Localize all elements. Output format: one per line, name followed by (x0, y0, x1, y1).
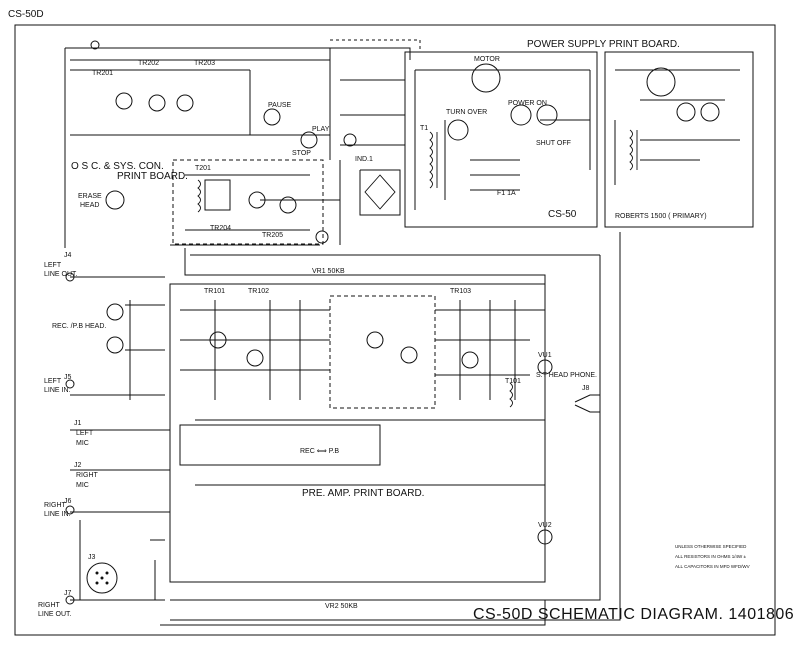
right-line-out-label-2: LINE OUT. (38, 611, 72, 618)
right-mic-label-2: MIC (76, 482, 89, 489)
switch-stop: STOP (292, 150, 311, 157)
transistor-tr203: TR203 (194, 60, 216, 67)
meter-vu2: VU2 (538, 522, 552, 529)
erase-head-label-2: HEAD (80, 202, 100, 209)
pot-vr2: VR2 50KB (325, 603, 358, 610)
right-line-in-label-1: RIGHT (44, 502, 66, 509)
switch-rec-pb: REC ⟺ P.B (300, 448, 340, 455)
pot-vr1: VR1 50KB (312, 268, 345, 275)
preamp-board-outline (169, 283, 546, 583)
roberts-label: ROBERTS 1500 ( PRIMARY) (615, 213, 707, 220)
left-line-out-label-2: LINE OUT. (44, 271, 78, 278)
transistor-tr205: TR205 (262, 232, 284, 239)
right-line-out-label-1: RIGHT (38, 602, 60, 609)
switch-shut-off: SHUT OFF (536, 140, 571, 147)
transistor-tr101: TR101 (204, 288, 226, 295)
transformer-t1: T1 (420, 125, 429, 132)
note-line-3: ALL CAPACITORS IN MFD WFD/WV (675, 564, 750, 569)
preamp-board-label: PRE. AMP. PRINT BOARD. (302, 488, 425, 499)
osc-board-outline (172, 159, 324, 245)
sheet-border (14, 24, 776, 636)
transistor-tr102: TR102 (248, 288, 270, 295)
transistor-tr201: TR201 (92, 70, 114, 77)
jack-j7: J7 (64, 590, 72, 597)
jack-j1: J1 (74, 420, 82, 427)
indicator-lamp: IND.1 (355, 156, 373, 163)
meter-vu1: VU1 (538, 352, 552, 359)
note-line-2: ALL RESISTORS IN OHMS 1/4W ± (675, 554, 746, 559)
switch-power-on: POWER ON (508, 100, 547, 107)
transistor-tr103: TR103 (450, 288, 472, 295)
transistor-tr202: TR202 (138, 60, 160, 67)
jack-j8: J8 (582, 385, 590, 392)
power-supply-board-label: POWER SUPPLY PRINT BOARD. (527, 39, 680, 50)
jack-j6: J6 (64, 498, 72, 505)
sheet-id: CS-50D (8, 9, 44, 20)
left-line-in-label-1: LEFT (44, 378, 62, 385)
note-line-1: UNLESS OTHERWISE SPECIFIED (675, 544, 747, 549)
left-line-out-label-1: LEFT (44, 262, 62, 269)
switch-pause: PAUSE (268, 102, 292, 109)
osc-sys-label: O S C. & SYS. CON. (71, 161, 164, 172)
jack-j5: J5 (64, 374, 72, 381)
switch-turn-over: TURN OVER (446, 109, 488, 116)
left-mic-label-2: MIC (76, 440, 89, 447)
eq-section-outline (329, 295, 436, 409)
transformer-t101: T101 (505, 378, 521, 385)
transistor-tr204: TR204 (210, 225, 232, 232)
transformer-t201: T201 (195, 165, 211, 172)
st-head-phone-label: S.T HEAD PHONE. (536, 372, 597, 379)
jack-j4: J4 (64, 252, 72, 259)
left-line-in-label-2: LINE IN. (44, 387, 71, 394)
jack-j2: J2 (74, 462, 82, 469)
motor-label: MOTOR (474, 56, 500, 63)
schematic-title: CS-50D SCHEMATIC DIAGRAM. 14018060 (473, 606, 793, 623)
left-mic-label-1: LEFT (76, 430, 94, 437)
switch-play: PLAY (312, 126, 330, 133)
power-supply-board-outline (404, 51, 598, 228)
rec-pb-head-label: REC. /P.B HEAD. (52, 323, 107, 330)
roberts-board-outline (604, 51, 754, 228)
osc-sys-sub-label: PRINT BOARD. (117, 171, 188, 182)
fuse-f1: F1 1A (497, 190, 516, 197)
cs50-label: CS-50 (548, 209, 577, 220)
jack-j3: J3 (88, 554, 96, 561)
erase-head-label-1: ERASE (78, 193, 102, 200)
right-mic-label-1: RIGHT (76, 472, 98, 479)
right-line-in-label-2: LINE IN. (44, 511, 71, 518)
